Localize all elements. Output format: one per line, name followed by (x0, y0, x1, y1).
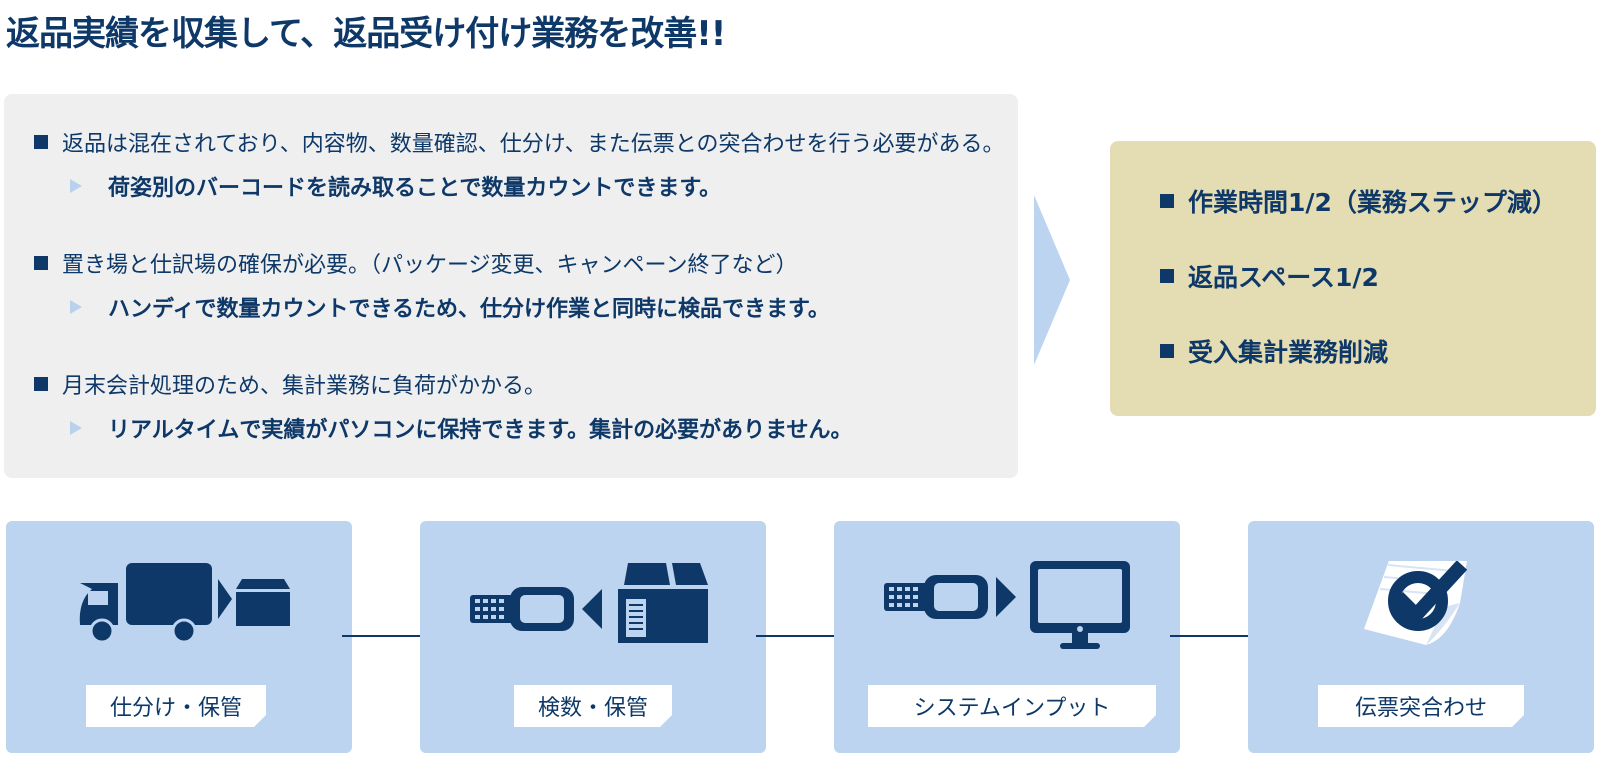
issue-solution: ハンディで数量カウントできるため、仕分け作業と同時に検品できます。 (108, 297, 830, 322)
process-step: 伝票突合わせ (1248, 521, 1594, 753)
square-bullet-icon (34, 256, 48, 270)
result-label: 受入集計業務削減 (1188, 338, 1389, 367)
result-item: 返品スペース1/2 (1160, 258, 1379, 294)
scanner-monitor-icon (884, 561, 1130, 649)
triangle-bullet-icon (70, 300, 82, 314)
square-bullet-icon (1160, 344, 1174, 358)
square-bullet-icon (1160, 194, 1174, 208)
result-item: 受入集計業務削減 (1160, 333, 1388, 369)
truck-box-icon (79, 563, 290, 644)
process-step: 仕分け・保管 (6, 521, 352, 753)
square-bullet-icon (34, 377, 48, 391)
process-step: 検数・保管 (420, 521, 766, 753)
issue-item: 置き場と仕訳場の確保が必要。（パッケージ変更、キャンペーン終了など） ハンディで… (34, 247, 1014, 323)
chevron-right-icon (1034, 195, 1070, 365)
issues-panel: 返品は混在されており、内容物、数量確認、仕分け、また伝票との突合わせを行う必要が… (4, 94, 1018, 478)
step-label: 仕分け・保管 (86, 685, 266, 727)
triangle-bullet-icon (70, 179, 82, 193)
triangle-bullet-icon (70, 421, 82, 435)
page-title: 返品実績を収集して、返品受け付け業務を改善!! (6, 14, 726, 54)
step-label: 検数・保管 (514, 685, 672, 727)
issue-problem: 月末会計処理のため、集計業務に負荷がかかる。 (62, 374, 547, 399)
results-panel: 作業時間1/2（業務ステップ減） 返品スペース1/2 受入集計業務削減 (1110, 141, 1596, 416)
scanner-box-icon (470, 563, 708, 643)
issue-solution: 荷姿別のバーコードを読み取ることで数量カウントできます。 (108, 176, 722, 201)
step-label: システムインプット (868, 685, 1156, 727)
issue-problem: 返品は混在されており、内容物、数量確認、仕分け、また伝票との突合わせを行う必要が… (62, 132, 1005, 157)
process-step: システムインプット (834, 521, 1180, 753)
result-label: 返品スペース1/2 (1188, 263, 1379, 292)
checkmark-document-icon (1364, 561, 1468, 645)
issue-solution: リアルタイムで実績がパソコンに保持できます。集計の必要がありません。 (108, 418, 853, 443)
issue-problem: 置き場と仕訳場の確保が必要。（パッケージ変更、キャンペーン終了など） (62, 253, 798, 278)
result-label: 作業時間1/2（業務ステップ減） (1188, 188, 1557, 217)
issue-item: 月末会計処理のため、集計業務に負荷がかかる。 リアルタイムで実績がパソコンに保持… (34, 368, 1014, 444)
square-bullet-icon (34, 135, 48, 149)
result-item: 作業時間1/2（業務ステップ減） (1160, 183, 1557, 219)
issue-item: 返品は混在されており、内容物、数量確認、仕分け、また伝票との突合わせを行う必要が… (34, 126, 1014, 202)
square-bullet-icon (1160, 269, 1174, 283)
step-label: 伝票突合わせ (1318, 685, 1524, 727)
